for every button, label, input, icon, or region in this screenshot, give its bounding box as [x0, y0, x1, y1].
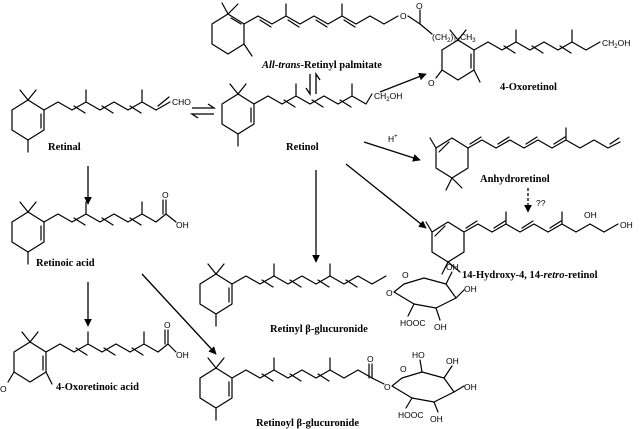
oxoretinoic-ketone-o: O	[0, 384, 7, 394]
retinyl-gluc-ether-o: O	[386, 288, 393, 298]
retinoyl-gluc-ring-o: O	[400, 364, 407, 374]
arrow-retinol-to-oxoretinol	[379, 72, 427, 93]
label-anhydroretinol: Anhydroretinol	[480, 174, 550, 185]
label-14-hydroxy-retro-retinol: 14-Hydroxy-4, 14-retro-retinol	[462, 270, 598, 281]
retinoyl-gluc-hooc: HOOC	[398, 410, 424, 420]
structure-4-oxoretinol: O CH2OH 4-Oxoretinol	[428, 29, 630, 93]
retinol-ch2oh: CH2OH	[374, 91, 402, 103]
structure-retinal: CHO Retinal	[11, 89, 191, 153]
retinoic-carbonyl-o: O	[162, 190, 169, 200]
arrow-retinol-to-hydroxy-retro	[345, 163, 427, 229]
arrow-uncertain-label: ??	[536, 198, 546, 208]
oxoretinoic-oh: OH	[176, 350, 189, 360]
label-retinal: Retinal	[48, 142, 81, 153]
retinoyl-gluc-oh-2: OH	[464, 382, 477, 392]
palmitate-ester-o: O	[400, 11, 407, 21]
retinyl-gluc-oh-2: OH	[464, 284, 477, 294]
structure-14-hydroxy-retro-retinol: OH OH 14-Hydroxy-4, 14-retro-retinol	[425, 210, 633, 281]
retinoyl-gluc-carbonyl-o: O	[367, 354, 374, 364]
arrow-retinoic-to-retinoyl-glucuronide	[141, 273, 217, 355]
arrow-acid-label: H+	[388, 134, 398, 144]
arrow-retinol-palmitate-equilibrium	[305, 71, 321, 97]
structure-retinol: CH2OH Retinol	[221, 83, 402, 153]
retinoyl-gluc-oh-3: OH	[430, 414, 443, 424]
label-4-oxoretinol: 4-Oxoretinol	[500, 82, 557, 93]
label-retinyl-palmitate: All-trans-Retinyl palmitate	[261, 60, 382, 71]
retinoyl-gluc-ester-o: O	[384, 382, 391, 392]
structure-retinoic-acid: O OH Retinoic acid	[11, 190, 189, 269]
label-retinoyl-glucuronide: Retinoyl β-glucuronide	[256, 418, 359, 429]
label-4-oxoretinoic-acid: 4-Oxoretinoic acid	[56, 382, 139, 393]
hydroxy-oh-1: OH	[584, 210, 597, 220]
oxoretinol-ketone-o: O	[428, 78, 435, 88]
label-retinyl-glucuronide: Retinyl β-glucuronide	[270, 324, 368, 335]
retinyl-gluc-hooc: HOOC	[400, 318, 426, 328]
label-retinol: Retinol	[286, 142, 319, 153]
structure-anhydroretinol: Anhydroretinol	[429, 127, 621, 191]
retinal-cho: CHO	[172, 97, 191, 107]
arrow-retinal-retinol-equilibrium	[189, 103, 217, 119]
arrow-retinol-to-anhydroretinol	[363, 141, 421, 162]
structure-retinyl-palmitate: O O (CH2)14CH3 All-trans-Retinyl palmita…	[211, 1, 476, 71]
oxoretinoic-carbonyl-o: O	[164, 320, 171, 330]
structure-4-oxoretinoic-acid: O O OH 4-Oxoretinoic acid	[0, 320, 189, 394]
retinoic-oh: OH	[176, 220, 189, 230]
retinyl-gluc-oh-3: OH	[434, 322, 447, 332]
structure-retinoyl-glucuronide: O O O HO OH OH OH HOOC Retinoyl β-glucur…	[199, 350, 477, 429]
retinyl-gluc-ring-o: O	[402, 270, 409, 280]
retinyl-gluc-oh-1: OH	[446, 262, 459, 272]
label-retinoic-acid: Retinoic acid	[36, 258, 95, 269]
retinoyl-gluc-oh-1: OH	[446, 356, 459, 366]
retinoyl-gluc-ho: HO	[412, 350, 425, 360]
structure-retinyl-glucuronide: O O OH OH OH HOOC Retinyl β-glucuronide	[199, 262, 477, 335]
hydroxy-oh-2: OH	[620, 220, 633, 230]
palmitate-carbonyl-o: O	[416, 1, 423, 11]
oxoretinol-ch2oh: CH2OH	[602, 38, 630, 50]
